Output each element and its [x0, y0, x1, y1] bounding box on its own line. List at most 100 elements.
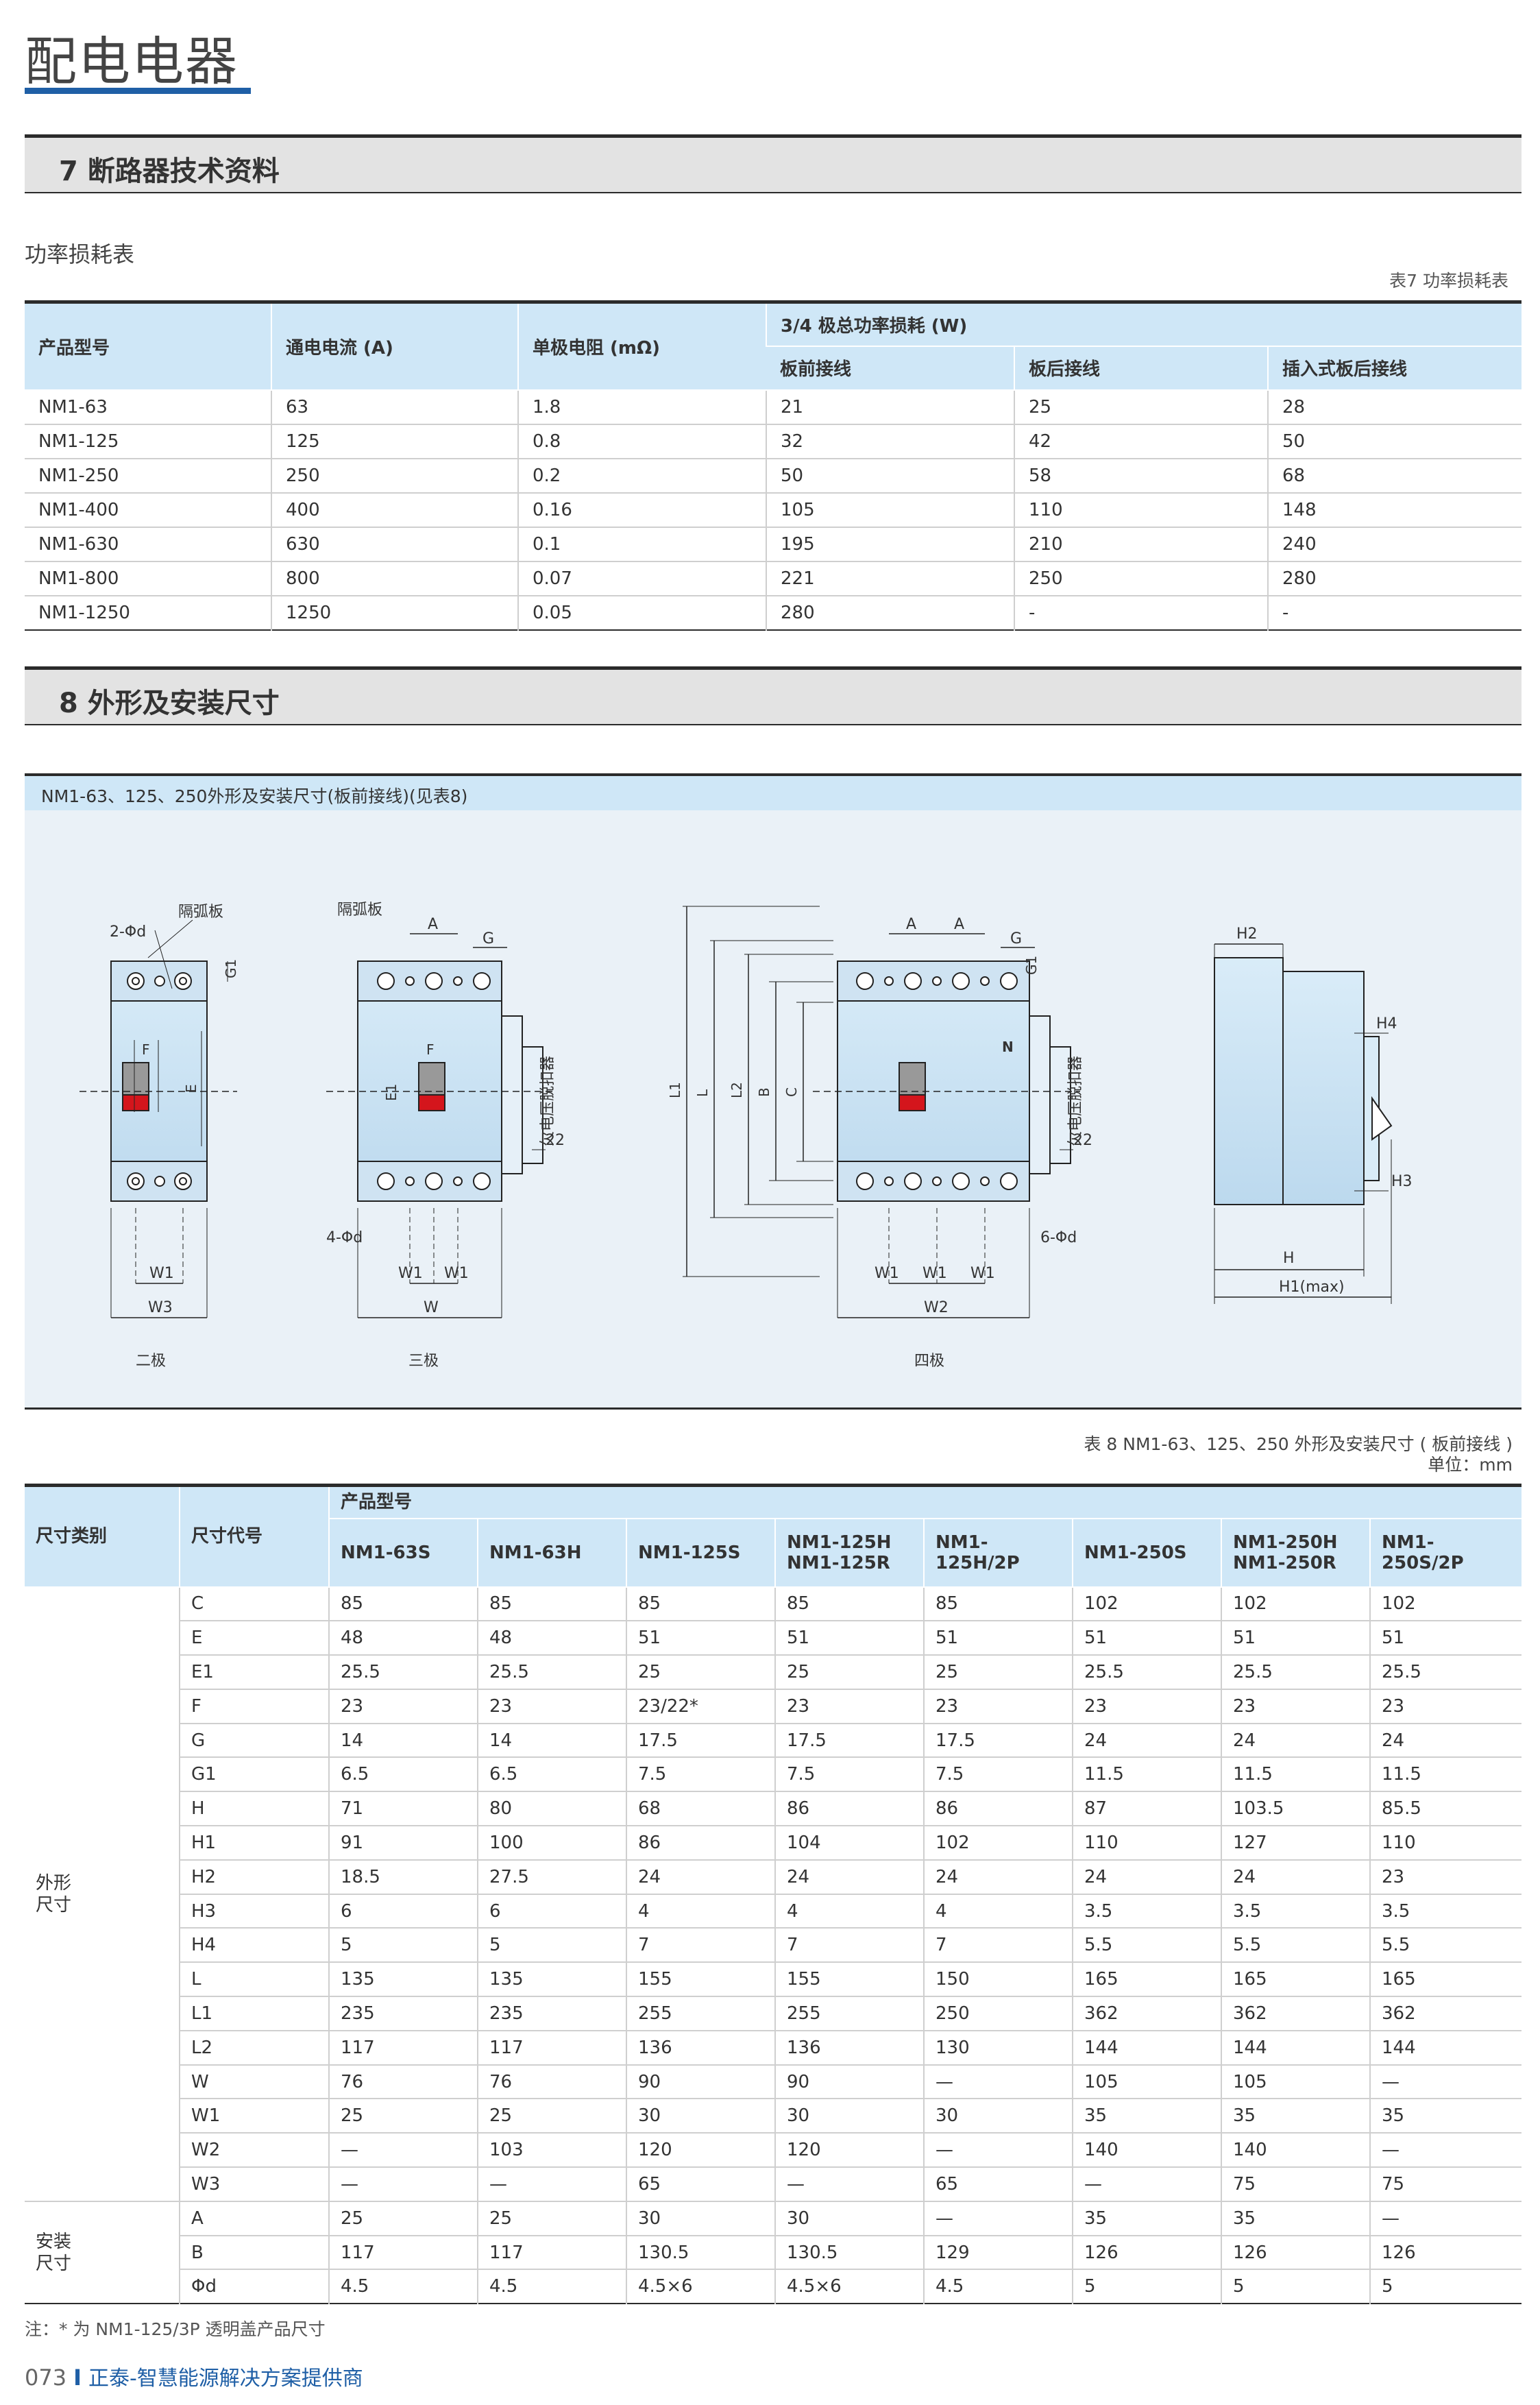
table-cell: 75 [1221, 2166, 1370, 2201]
dimension-code-cell: W1 [179, 2098, 329, 2134]
table-cell: 4.5 [328, 2269, 478, 2304]
page-title: 配电电器 [25, 31, 239, 92]
table-cell: 24 [1221, 1859, 1370, 1894]
table-cell: 362 [1072, 1996, 1221, 2031]
table-cell: 18.5 [328, 1859, 478, 1894]
table-cell: 144 [1369, 2029, 1522, 2065]
table-cell: 126 [1072, 2234, 1221, 2270]
table-cell: 155 [626, 1961, 775, 1997]
table-cell: 87 [1072, 1791, 1221, 1826]
table-cell: - [1267, 594, 1521, 630]
label-w1b-4p: W1 [922, 1265, 947, 1282]
table-cell: 25.5 [1369, 1654, 1522, 1689]
table-cell: 0.07 [517, 560, 766, 596]
table-cell: 23 [1221, 1688, 1370, 1724]
table-cell: 32 [766, 423, 1014, 459]
th-current: 通电电流 (A) [271, 302, 518, 391]
table-cell: 102 [923, 1825, 1073, 1860]
table-cell: 6 [328, 1893, 478, 1929]
table-cell: 280 [1267, 560, 1521, 596]
table-cell: 1.8 [517, 389, 766, 424]
table-cell: NM1-125 [25, 423, 271, 459]
table-cell: 195 [766, 526, 1014, 561]
label-g-4p: G [1010, 930, 1022, 947]
table-cell: 135 [328, 1961, 478, 1997]
table-cell: 91 [328, 1825, 478, 1860]
table-cell: 63 [271, 389, 518, 424]
table-cell: 140 [1221, 2132, 1370, 2168]
label-l-4p: L [694, 1089, 711, 1097]
table-cell: 24 [626, 1859, 775, 1894]
table-cell: 100 [477, 1825, 626, 1860]
table-cell: 24 [1072, 1859, 1221, 1894]
table-cell: 4.5 [923, 2269, 1073, 2304]
table-cell: 5.5 [1369, 1927, 1522, 1963]
table-cell: 51 [923, 1620, 1073, 1656]
th-model-6: NM1-250H NM1-250R [1221, 1518, 1370, 1588]
table-cell: 23 [923, 1688, 1073, 1724]
table-cell: 23 [774, 1688, 924, 1724]
table-cell: 630 [271, 526, 518, 561]
table-cell: 35 [1072, 2098, 1221, 2134]
table-cell: 0.1 [517, 526, 766, 561]
label-two-pole: 二极 [136, 1353, 166, 1370]
label-n-4p: N [1002, 1039, 1014, 1055]
three-pole-drawing [326, 933, 552, 1318]
table-cell: 86 [626, 1825, 775, 1860]
table-cell: 25 [923, 1654, 1073, 1689]
table-cell: 76 [477, 2064, 626, 2099]
table-cell: 7 [923, 1927, 1073, 1963]
table-cell: 5 [1369, 2269, 1522, 2304]
table-cell: 3.5 [1369, 1893, 1522, 1929]
label-h-side: H [1283, 1250, 1295, 1267]
label-l2-4p: L2 [729, 1082, 745, 1098]
table-cell: 24 [1072, 1722, 1221, 1758]
table8-unit: 单位：mm [1428, 1455, 1513, 1475]
table-cell: 117 [328, 2234, 478, 2270]
th-model-0: NM1-63S [328, 1518, 478, 1588]
table-cell: 0.05 [517, 594, 766, 630]
label-c-4p: C [783, 1087, 800, 1097]
table-cell: 51 [774, 1620, 924, 1656]
table-cell: 24 [1369, 1722, 1522, 1758]
table-cell: 105 [1221, 2064, 1370, 2099]
table-cell: 165 [1369, 1961, 1522, 1997]
dimension-code-cell: E1 [179, 1654, 329, 1689]
table-cell: NM1-63 [25, 389, 271, 424]
table-cell: 148 [1267, 492, 1521, 527]
label-w1b-3p: W1 [444, 1265, 469, 1282]
table-cell: 51 [1221, 1620, 1370, 1656]
table-cell: 48 [477, 1620, 626, 1656]
dimension-code-cell: H [179, 1791, 329, 1826]
figure-header-text: NM1-63、125、250外形及安装尺寸(板前接线)(见表8) [41, 786, 468, 806]
th-model-1: NM1-63H [477, 1518, 626, 1588]
th-model-7: NM1-250S/2P [1369, 1518, 1522, 1588]
table-cell: 14 [328, 1722, 478, 1758]
table-cell: 28 [1267, 389, 1521, 424]
side-view-drawing [1214, 943, 1393, 1304]
table-cell: 400 [271, 492, 518, 527]
table-cell: 120 [774, 2132, 924, 2168]
table-cell: 117 [328, 2029, 478, 2065]
table-cell: 5 [328, 1927, 478, 1963]
label-h3-side: H3 [1391, 1173, 1413, 1190]
table-cell: 255 [774, 1996, 924, 2031]
table-cell: 362 [1369, 1996, 1522, 2031]
table-cell: 6 [477, 1893, 626, 1929]
label-22-4p: 22 [1073, 1132, 1092, 1149]
label-w1c-4p: W1 [970, 1265, 995, 1282]
table-cell: 11.5 [1072, 1756, 1221, 1792]
table-cell: 25 [774, 1654, 924, 1689]
table-cell: 125 [271, 423, 518, 459]
